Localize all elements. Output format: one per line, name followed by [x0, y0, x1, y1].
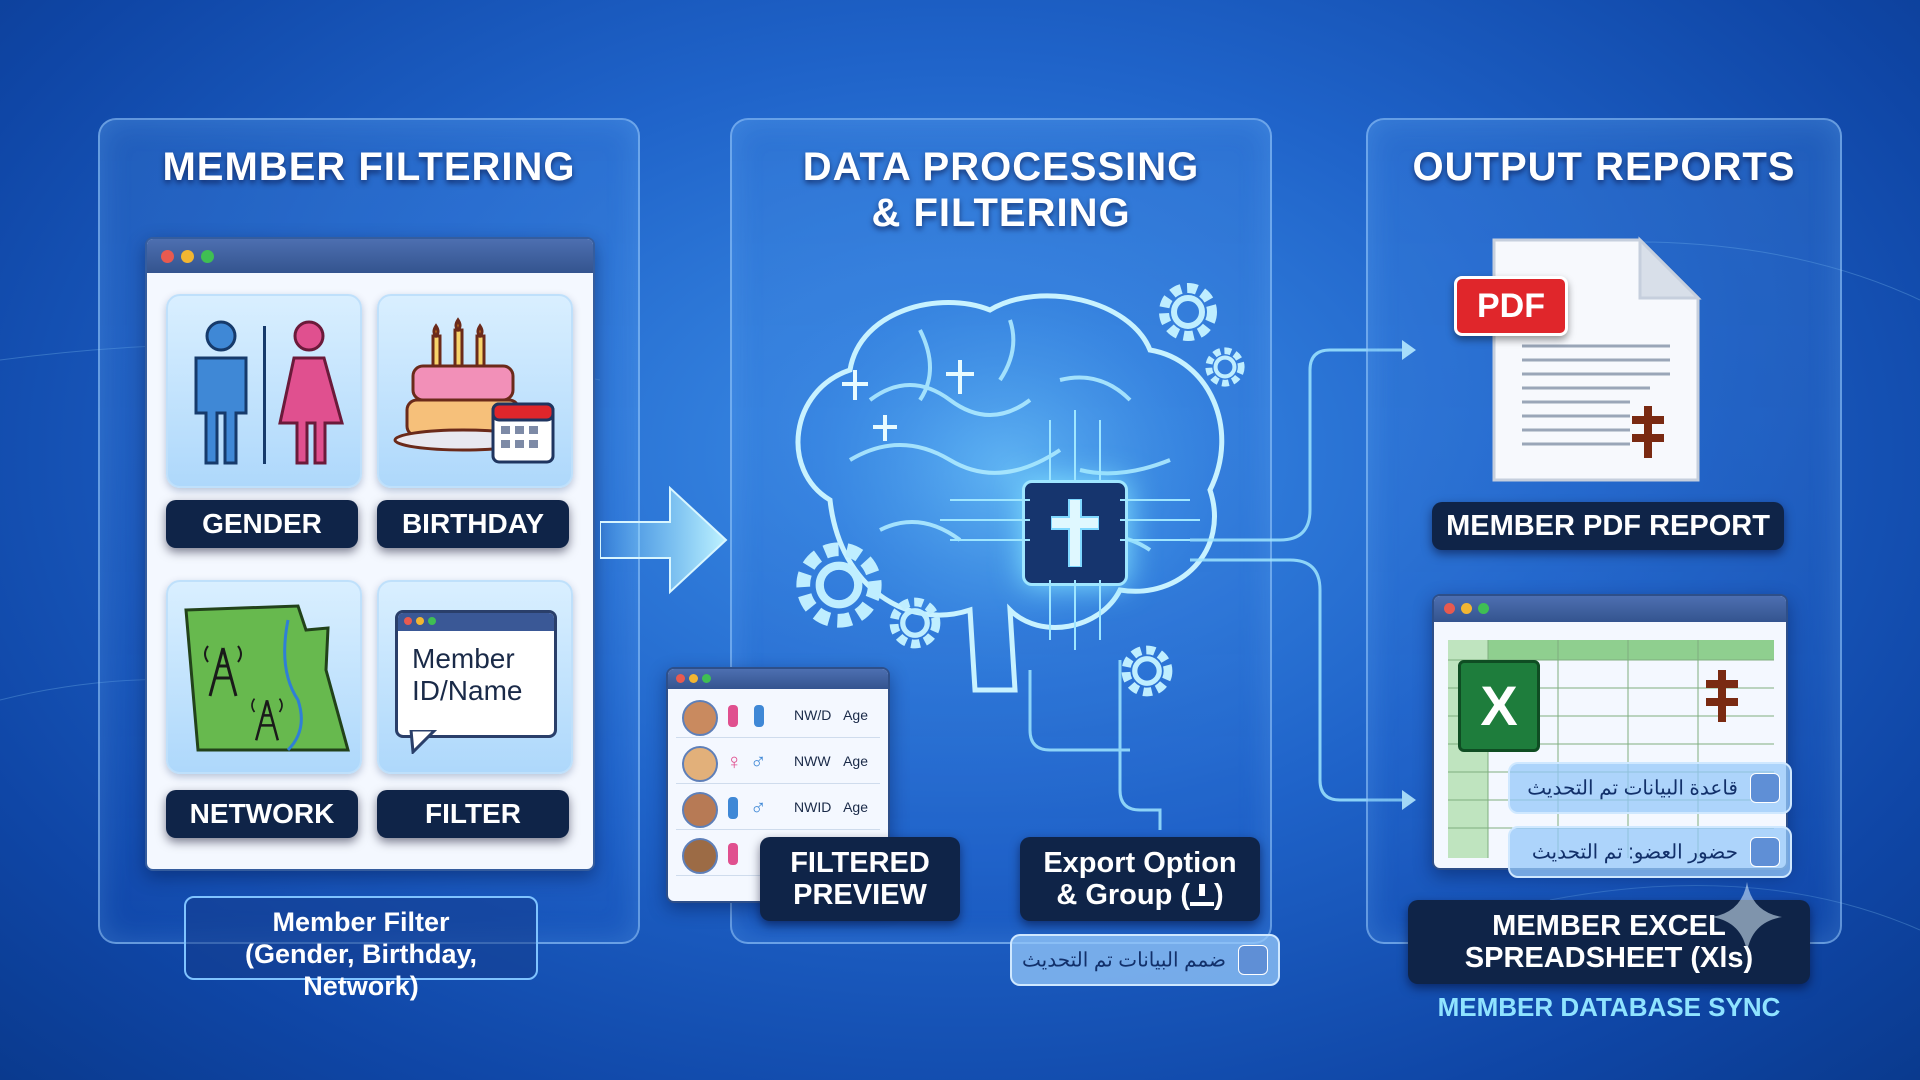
male-icon: [728, 797, 738, 819]
gender-divider: [263, 326, 266, 464]
sparkle-icon: [1712, 882, 1782, 952]
filter-label: FILTER: [377, 790, 569, 838]
member-id-tile[interactable]: Member ID/Name: [377, 580, 573, 774]
database-icon: [1750, 837, 1780, 867]
export-option-button[interactable]: Export Option & Group (): [1020, 837, 1260, 921]
female-icon: [278, 320, 344, 465]
map-icon: [184, 604, 350, 752]
database-icon: [1238, 945, 1268, 975]
avatar: [682, 746, 718, 782]
table-row[interactable]: [676, 833, 880, 876]
excel-titlebar: [1434, 596, 1786, 622]
attendance-updated-chip: حضور العضو: تم التحديث: [1508, 826, 1792, 878]
member-excel-spreadsheet-label[interactable]: MEMBER EXCEL SPREADSHEET (Xls): [1408, 900, 1810, 984]
gear-icon-right: [1121, 645, 1173, 697]
female-icon: [728, 705, 738, 727]
male-symbol-icon: ♂: [750, 749, 767, 774]
row-age: Age: [843, 799, 868, 815]
pdf-badge: PDF: [1454, 276, 1568, 336]
excel-close-dot[interactable]: [1444, 603, 1455, 614]
gear-icon: [1159, 283, 1217, 341]
member-id-text: Member ID/Name: [412, 643, 523, 706]
pdf-document-icon: [1492, 236, 1702, 482]
tower-icon: [204, 645, 242, 697]
avatar: [682, 838, 718, 874]
row-age: Age: [843, 753, 868, 769]
table-row[interactable]: ♀ ♂ NWW Age: [676, 741, 880, 784]
excel-maximize-dot[interactable]: [1478, 603, 1489, 614]
data-sync-chip: ضمم البيانات تم التحديث: [1010, 934, 1280, 986]
avatar: [682, 700, 718, 736]
table-row[interactable]: NW/D Age: [676, 695, 880, 738]
male-symbol-icon: ♂: [750, 795, 767, 820]
excel-minimize-dot[interactable]: [1461, 603, 1472, 614]
window-minimize-dot[interactable]: [181, 250, 194, 263]
output-reports-title: OUTPUT REPORTS: [1412, 145, 1796, 189]
speech-tail: [409, 730, 438, 754]
network-tile[interactable]: [166, 580, 362, 774]
gear-icon-small: [1205, 347, 1245, 387]
flow-lines: [1028, 340, 1416, 830]
gender-tile[interactable]: [166, 294, 362, 488]
row-age: Age: [843, 707, 868, 723]
gender-label: GENDER: [166, 500, 358, 548]
gear-icon-mid: [889, 597, 941, 649]
female-symbol-icon: ♀: [726, 749, 743, 774]
window-close-dot[interactable]: [161, 250, 174, 263]
birthday-label: BIRTHDAY: [377, 500, 569, 548]
preview-titlebar: [668, 669, 888, 689]
male-icon: [194, 320, 248, 465]
gear-icon-large: [796, 542, 882, 628]
network-label: NETWORK: [166, 790, 358, 838]
female-icon: [728, 843, 738, 865]
preview-minimize-dot[interactable]: [689, 674, 698, 683]
preview-close-dot[interactable]: [676, 674, 685, 683]
member-filter-caption: Member Filter (Gender, Birthday, Network…: [184, 896, 538, 1001]
avatar: [682, 792, 718, 828]
excel-icon: X: [1458, 660, 1540, 752]
filter-window-titlebar: [147, 239, 593, 273]
upload-icon: [1190, 882, 1215, 906]
male-icon: [754, 705, 764, 727]
window-maximize-dot[interactable]: [201, 250, 214, 263]
tower-icon-2: [251, 698, 283, 741]
chip-traces: [940, 410, 1200, 650]
member-pdf-report-label[interactable]: MEMBER PDF REPORT: [1432, 502, 1784, 550]
member-id-search-box[interactable]: Member ID/Name: [395, 610, 557, 738]
table-row[interactable]: ♂ NWID Age: [676, 787, 880, 830]
member-filtering-title: MEMBER FILTERING: [162, 145, 576, 189]
arrow-icon: [600, 485, 728, 595]
excel-window: X: [1432, 594, 1788, 870]
calendar-icon: [491, 402, 555, 464]
member-database-sync-caption: MEMBER DATABASE SYNC: [1437, 992, 1781, 1022]
location-icon: [1750, 773, 1780, 803]
database-updated-chip: قاعدة البيانات تم التحديث: [1508, 762, 1792, 814]
data-processing-title: DATA PROCESSING & FILTERING: [802, 145, 1200, 235]
birthday-tile[interactable]: [377, 294, 573, 488]
chip-icon: [1022, 480, 1128, 586]
row-code: NW/D: [794, 707, 832, 723]
row-code: NWID: [794, 799, 832, 815]
filtered-preview-label: FILTERED PREVIEW: [760, 837, 960, 921]
brain-icon: [795, 293, 1225, 693]
preview-maximize-dot[interactable]: [702, 674, 711, 683]
row-code: NWW: [794, 753, 831, 769]
cross-icon: [1051, 499, 1099, 567]
